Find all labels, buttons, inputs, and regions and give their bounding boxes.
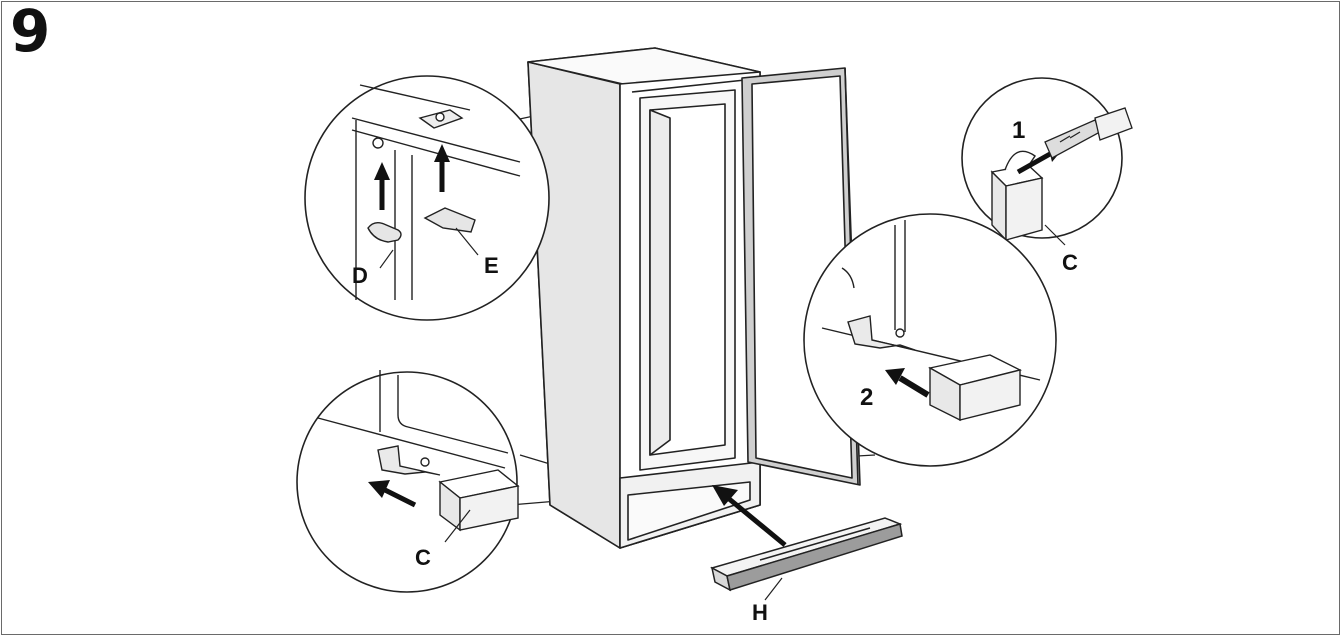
zoom-circle-top-right: C 1 — [961, 77, 1133, 275]
kickplate-h — [710, 517, 903, 592]
zoom-circle-right: 2 — [803, 213, 1057, 467]
label-step1: 1 — [1012, 117, 1025, 144]
zoom-circle-top-left: D E — [304, 75, 550, 321]
label-c-top-right: C — [1062, 250, 1078, 275]
kickplate-arrow — [712, 485, 787, 547]
h-leader-line — [764, 577, 783, 601]
label-step2: 2 — [860, 384, 873, 411]
zoom-circle-bottom-left: C — [296, 370, 520, 593]
step-number: 9 — [10, 0, 51, 65]
label-e: E — [484, 253, 499, 278]
refrigerator-cabinet — [527, 47, 861, 549]
label-d: D — [352, 263, 368, 288]
label-h: H — [752, 600, 768, 625]
label-c-bottom-left: C — [415, 545, 431, 570]
